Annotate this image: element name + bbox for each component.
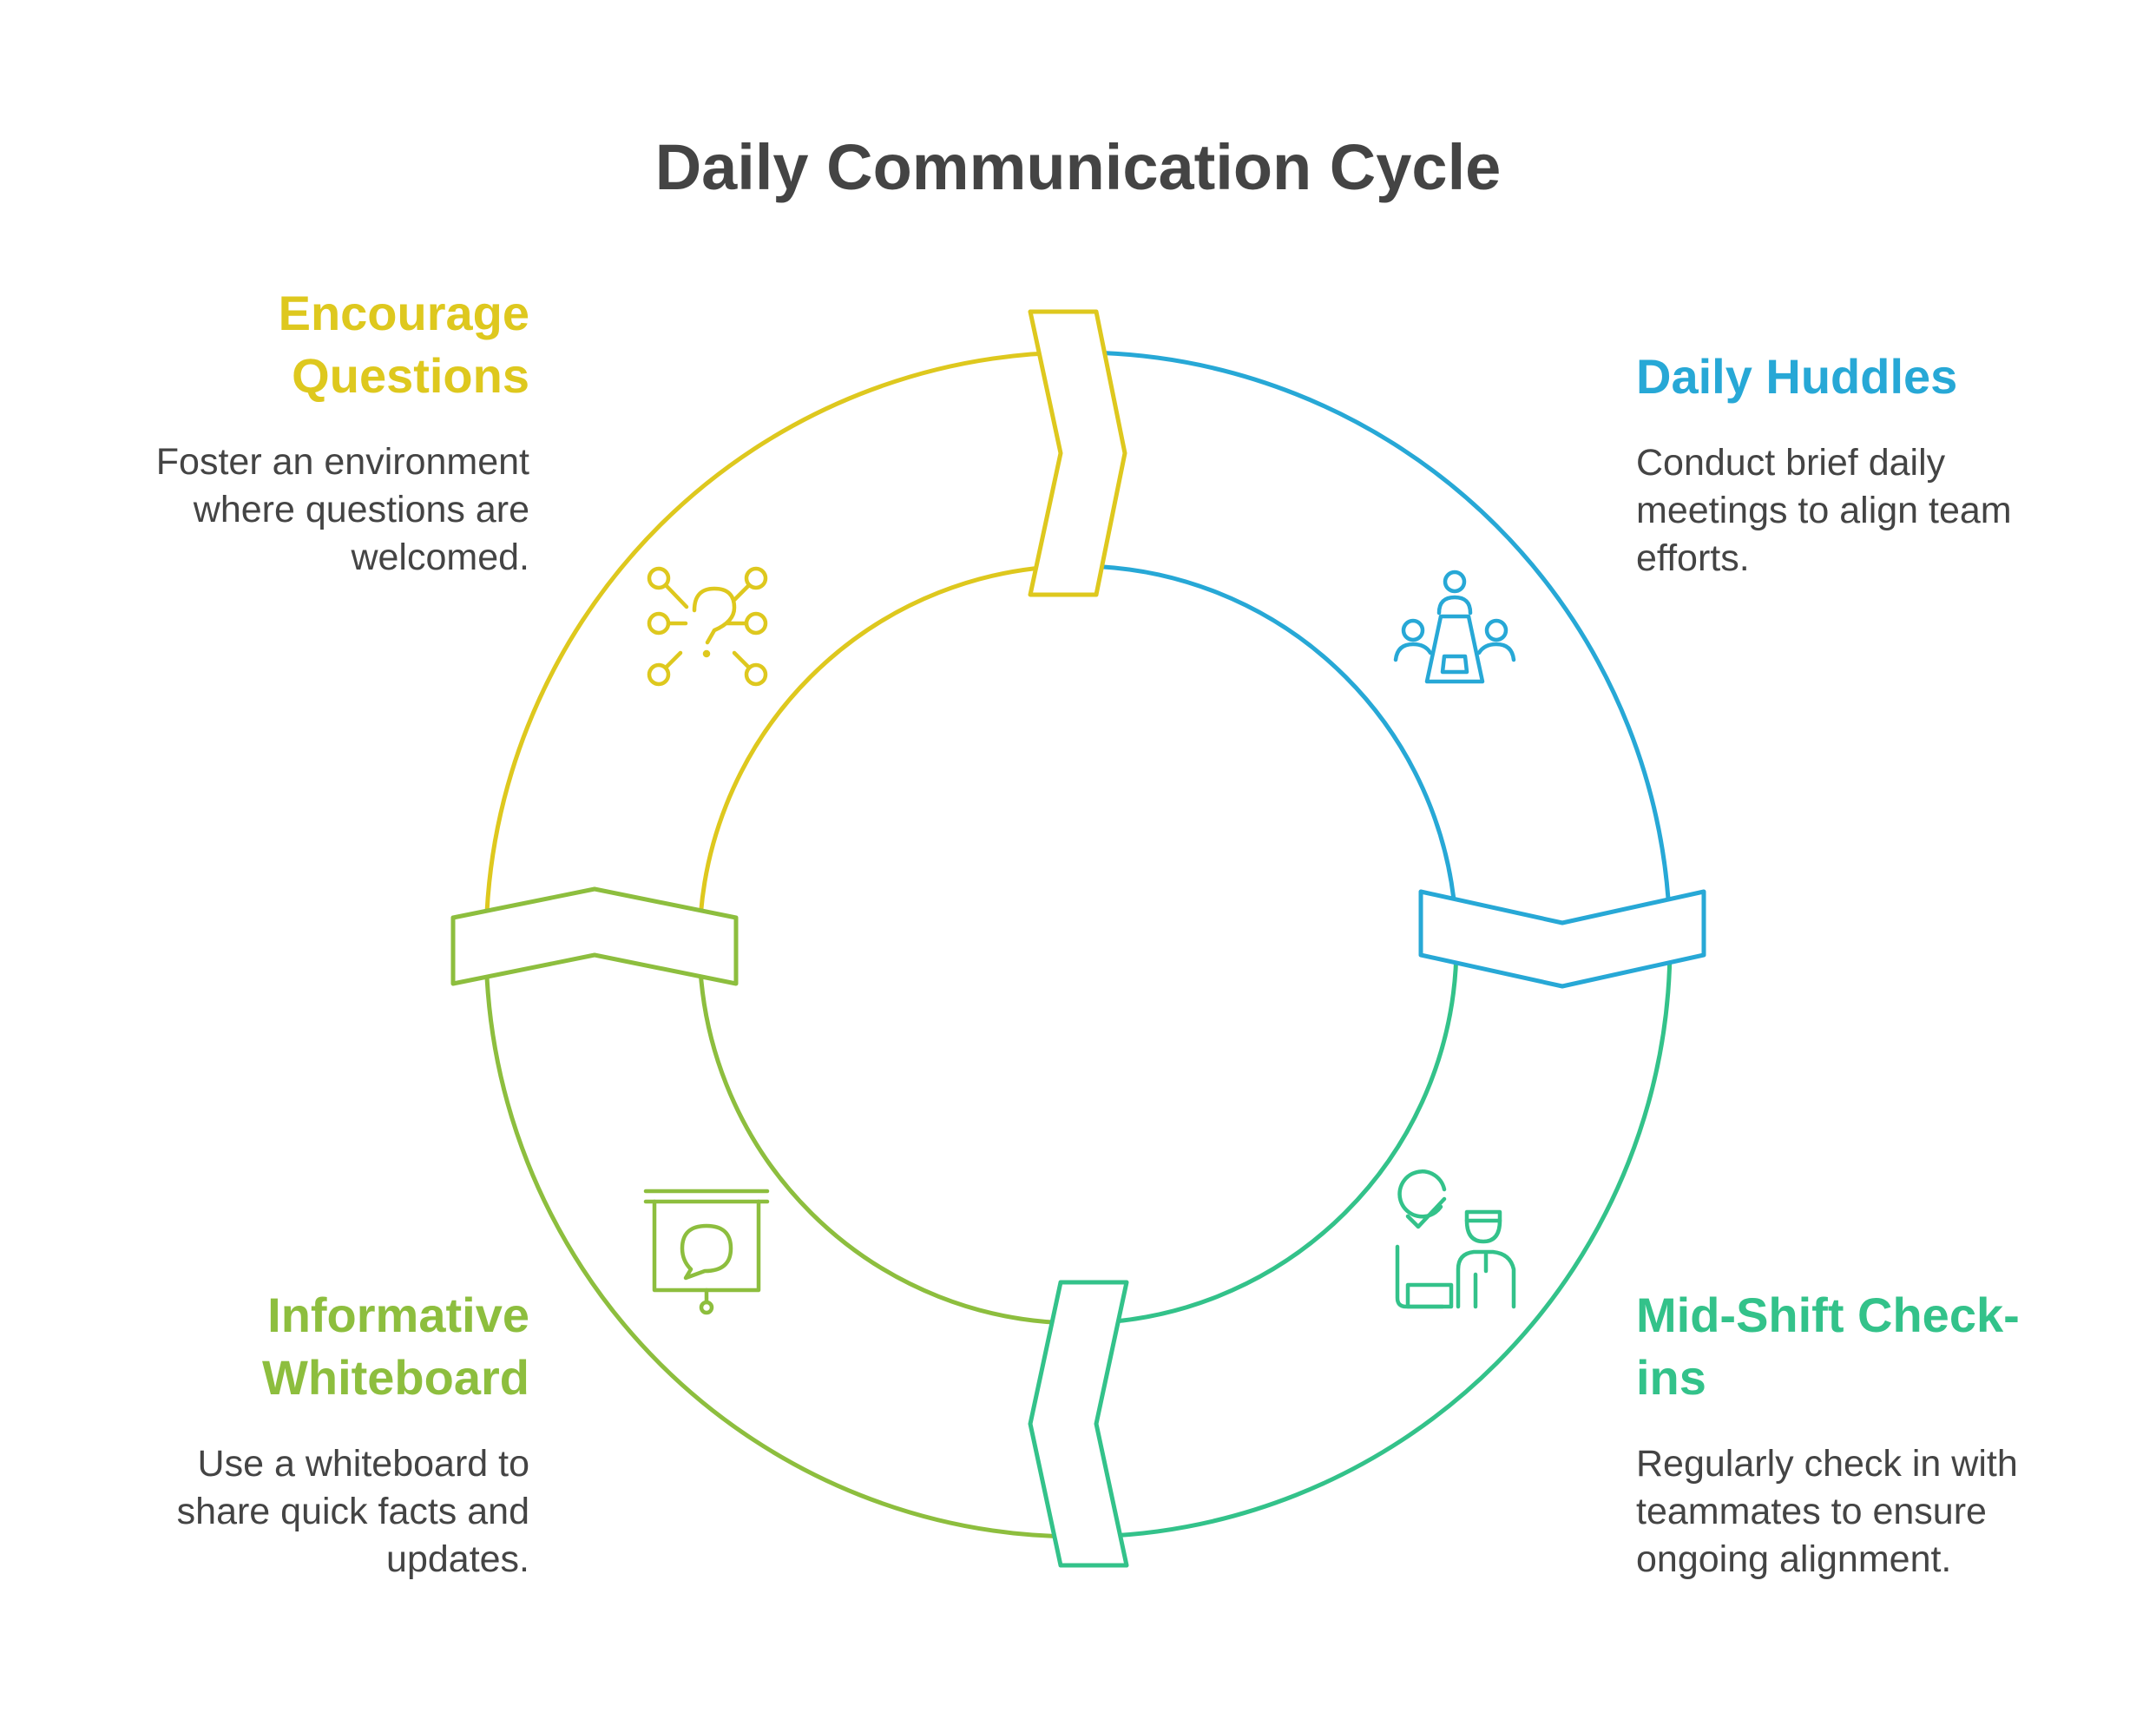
step-description-huddles: Conduct brief daily meetings to align te…	[1636, 442, 2012, 579]
step-encourage: Encourage Questions Foster an environmen…	[113, 282, 529, 582]
meeting-table-icon	[1393, 570, 1516, 684]
chevron-top	[1028, 309, 1127, 597]
step-heading-whiteboard: Informative Whiteboard	[262, 1288, 529, 1405]
step-huddles: Daily Huddles Conduct brief daily meetin…	[1636, 346, 2053, 583]
step-description-whiteboard: Use a whiteboard to share quick facts an…	[176, 1443, 529, 1580]
diagram-title: Daily Communication Cycle	[654, 131, 1502, 203]
question-network-icon	[647, 566, 768, 687]
chevron-right	[1418, 889, 1706, 989]
step-description-checkins: Regularly check in with teammates to ens…	[1636, 1443, 2018, 1580]
ring-segment-checkins	[1075, 942, 1673, 1539]
ring-segment-encourage	[483, 350, 1081, 947]
step-checkins: Mid-Shift Check-ins Regularly check in w…	[1636, 1284, 2053, 1584]
ring-segment-huddles	[1075, 350, 1673, 947]
chevron-left	[450, 886, 739, 986]
step-description-encourage: Foster an environment where questions ar…	[155, 441, 529, 578]
chevron-bottom	[1028, 1280, 1129, 1568]
ring-segment-whiteboard	[483, 942, 1081, 1539]
step-heading-huddles: Daily Huddles	[1636, 349, 1958, 404]
step-whiteboard: Informative Whiteboard Use a whiteboard …	[113, 1284, 529, 1584]
checkin-person-icon	[1395, 1169, 1516, 1309]
step-heading-checkins: Mid-Shift Check-ins	[1636, 1288, 2020, 1405]
whiteboard-chat-icon	[643, 1189, 770, 1315]
step-heading-encourage: Encourage Questions	[278, 286, 529, 403]
